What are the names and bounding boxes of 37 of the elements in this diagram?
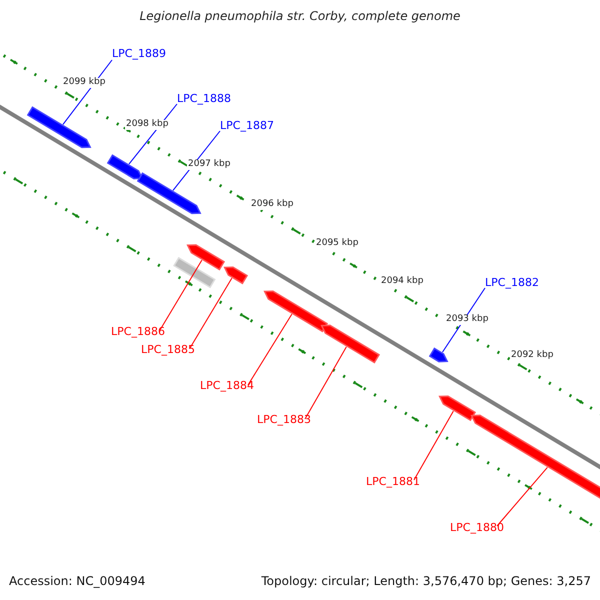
gene-label: LPC_1887	[220, 120, 274, 132]
title: Legionella pneumophila str. Corby, complete genome	[138, 10, 462, 24]
scale-label: 2094 kbp	[380, 277, 424, 287]
gene-label: LPC_1888	[177, 93, 231, 106]
gene-label: LPC_1885	[141, 344, 195, 356]
scale-label: 2099 kbp	[62, 78, 106, 88]
gene-feature	[106, 154, 144, 180]
leader-line	[304, 346, 347, 420]
gene-feature	[224, 266, 248, 284]
gene-label: LPC_1880	[450, 522, 504, 534]
scale-label: 2097 kbp	[187, 160, 232, 170]
gene-feature	[186, 244, 226, 271]
gene-feature	[264, 290, 328, 332]
scale-label: 2092 kbp	[510, 351, 554, 361]
accession-text: Accession: NC_009494	[9, 575, 146, 588]
gene-label: LPC_1881	[366, 476, 420, 488]
gene-feature	[428, 347, 448, 362]
gene-label: LPC_1882	[485, 277, 539, 290]
genome-info: Topology: circular; Length: 3,576,470 bp; Genes: 3,257	[261, 575, 591, 588]
gene-feature	[26, 106, 92, 148]
gene-feature	[438, 395, 476, 422]
gene-feature	[173, 256, 216, 288]
gene-label: LPC_1886	[111, 326, 165, 338]
leader-line	[414, 410, 454, 480]
scale-label: 2098 kbp	[125, 120, 170, 130]
gene-feature	[136, 172, 202, 214]
leader-line	[160, 260, 202, 330]
leader-line	[248, 314, 292, 386]
gene-label: LPC_1889	[112, 48, 166, 60]
scale-label: 2096 kbp	[250, 200, 294, 210]
scale-label: 2093 kbp	[445, 315, 490, 325]
scale-label: 2095 kbp	[315, 239, 360, 249]
gene-label: LPC_1883	[257, 414, 311, 426]
gene-feature	[320, 324, 380, 364]
gene-label: LPC_1884	[200, 380, 254, 392]
leader-line	[190, 278, 232, 348]
leader-line	[496, 466, 548, 526]
